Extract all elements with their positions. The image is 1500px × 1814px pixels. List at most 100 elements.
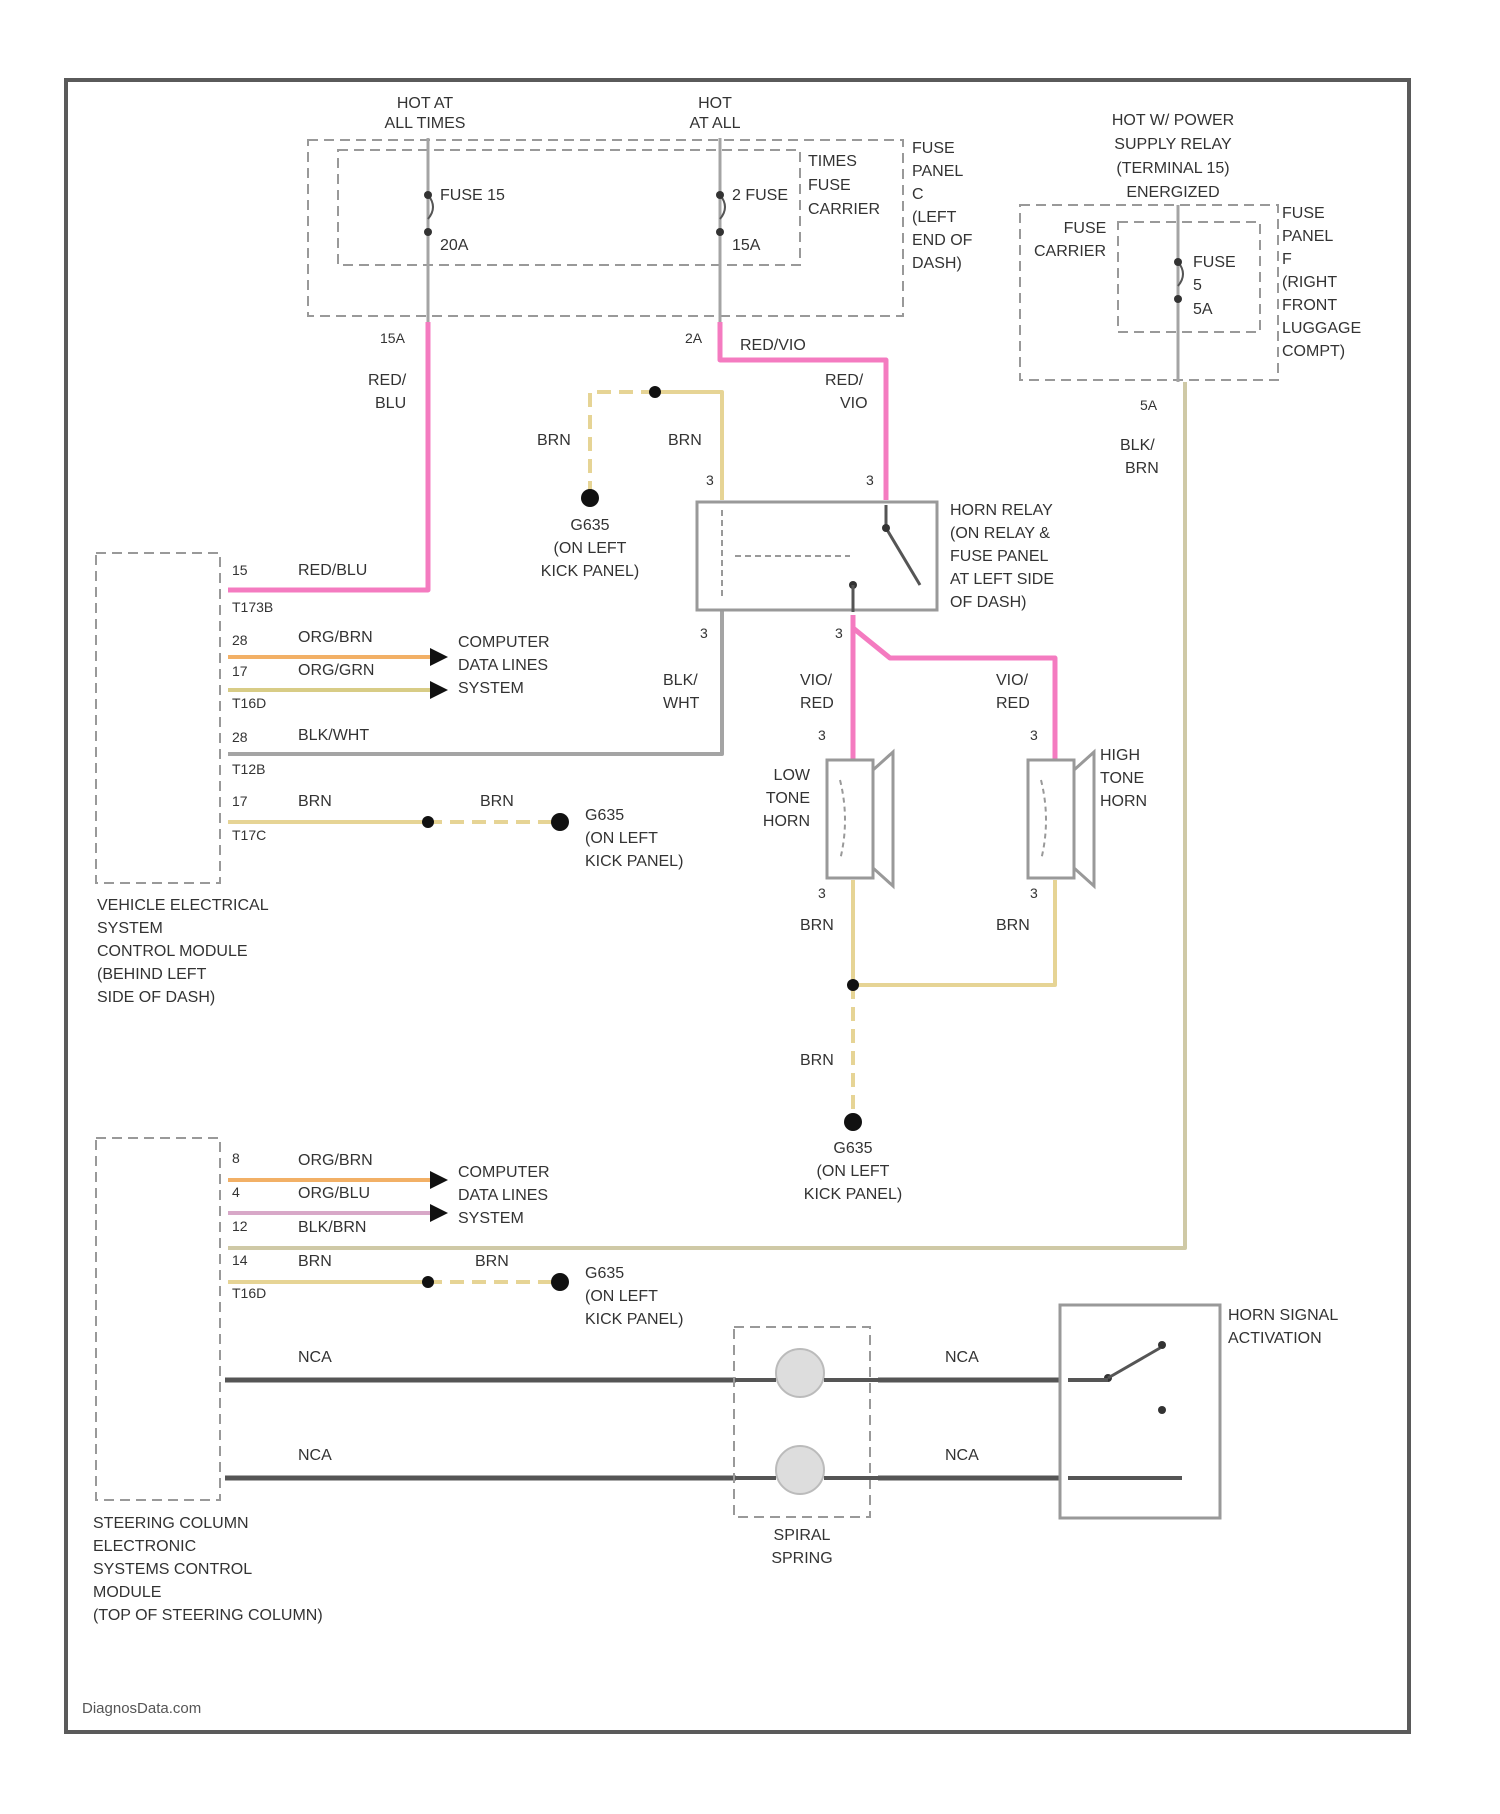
svg-text:RED/: RED/ <box>825 372 864 389</box>
svg-text:BRN: BRN <box>475 1253 509 1270</box>
svg-text:SUPPLY RELAY: SUPPLY RELAY <box>1114 136 1232 153</box>
brand-watermark: DiagnosData.com <box>82 1700 201 1717</box>
svg-text:(ON LEFT: (ON LEFT <box>554 540 627 557</box>
svg-text:BRN: BRN <box>1125 460 1159 477</box>
svg-text:ELECTRONIC: ELECTRONIC <box>93 1538 196 1555</box>
svg-text:HIGH: HIGH <box>1100 747 1140 764</box>
svg-text:28: 28 <box>232 729 248 745</box>
svg-text:15: 15 <box>232 562 248 578</box>
svg-text:MODULE: MODULE <box>93 1584 161 1601</box>
svg-text:RED: RED <box>996 695 1030 712</box>
data-line-arrows <box>430 648 448 1222</box>
svg-text:DASH): DASH) <box>912 255 962 272</box>
svg-text:KICK PANEL): KICK PANEL) <box>541 563 639 580</box>
svg-text:BRN: BRN <box>996 917 1030 934</box>
svg-text:14: 14 <box>232 1252 248 1268</box>
svg-text:BRN: BRN <box>480 793 514 810</box>
spiral-spring: SPIRAL SPRING <box>734 1327 878 1567</box>
fuse-5-label: FUSE <box>1193 254 1236 271</box>
svg-text:BRN: BRN <box>298 793 332 810</box>
svg-text:ORG/BRN: ORG/BRN <box>298 629 373 646</box>
vecm-label: VEHICLE ELECTRICAL <box>97 897 269 914</box>
svg-text:G635: G635 <box>833 1140 872 1157</box>
svg-text:PANEL: PANEL <box>912 163 963 180</box>
wires <box>225 322 1185 1478</box>
svg-text:NCA: NCA <box>945 1447 979 1464</box>
svg-text:RED/BLU: RED/BLU <box>298 562 367 579</box>
svg-text:TONE: TONE <box>1100 770 1144 787</box>
svg-text:3: 3 <box>818 727 826 743</box>
svg-text:PANEL: PANEL <box>1282 228 1333 245</box>
svg-text:WHT: WHT <box>663 695 700 712</box>
svg-text:8: 8 <box>232 1150 240 1166</box>
svg-text:BLK/: BLK/ <box>663 672 698 689</box>
svg-text:SIDE OF DASH): SIDE OF DASH) <box>97 989 215 1006</box>
svg-text:5A: 5A <box>1193 301 1213 318</box>
svg-text:T16D: T16D <box>232 1285 266 1301</box>
svg-text:CARRIER: CARRIER <box>808 201 880 218</box>
svg-text:(ON LEFT: (ON LEFT <box>585 1288 658 1305</box>
svg-text:TIMES: TIMES <box>808 153 857 170</box>
svg-text:ACTIVATION: ACTIVATION <box>1228 1330 1322 1347</box>
ground-g635-horns: G635 (ON LEFT KICK PANEL) <box>804 1113 902 1203</box>
svg-text:SYSTEM: SYSTEM <box>458 1210 524 1227</box>
svg-text:SYSTEMS CONTROL: SYSTEMS CONTROL <box>93 1561 252 1578</box>
svg-text:VIO: VIO <box>840 395 868 412</box>
svg-text:RED: RED <box>800 695 834 712</box>
svg-text:3: 3 <box>700 625 708 641</box>
svg-text:KICK PANEL): KICK PANEL) <box>585 1311 683 1328</box>
high-tone-horn: 3 3 HIGH TONE HORN <box>1028 727 1147 901</box>
svg-text:END OF: END OF <box>912 232 973 249</box>
hot-at-all-times-label: HOT AT <box>397 95 454 112</box>
fuse-2-label: 2 FUSE <box>732 187 788 204</box>
svg-text:T16D: T16D <box>232 695 266 711</box>
svg-text:LOW: LOW <box>774 767 811 784</box>
hot-w-power-label: HOT W/ POWER <box>1112 112 1234 129</box>
scecm-label: STEERING COLUMN <box>93 1515 249 1532</box>
svg-text:(ON LEFT: (ON LEFT <box>817 1163 890 1180</box>
svg-text:NCA: NCA <box>298 1349 332 1366</box>
svg-text:ORG/GRN: ORG/GRN <box>298 662 374 679</box>
svg-text:G635: G635 <box>585 807 624 824</box>
vehicle-electrical-system-control-module: 15 T173B 28 17 T16D 28 T12B 17 T17C COMP… <box>96 553 550 1006</box>
svg-text:3: 3 <box>866 472 874 488</box>
fuse-panel-c-label: FUSE <box>912 140 955 157</box>
svg-text:RED/: RED/ <box>368 372 407 389</box>
svg-text:4: 4 <box>232 1184 240 1200</box>
svg-text:12: 12 <box>232 1218 248 1234</box>
svg-text:BLK/BRN: BLK/BRN <box>298 1219 366 1236</box>
fuse-panel-f-label: FUSE <box>1282 205 1325 222</box>
horn-signal-activation-switch: HORN SIGNAL ACTIVATION <box>1060 1305 1338 1518</box>
horn-relay: 3 3 3 3 HORN RELAY (ON RELAY & FUSE PANE… <box>697 472 1054 641</box>
svg-text:FUSE PANEL: FUSE PANEL <box>950 548 1049 565</box>
svg-text:OF DASH): OF DASH) <box>950 594 1026 611</box>
svg-text:2A: 2A <box>685 330 703 346</box>
svg-text:3: 3 <box>1030 727 1038 743</box>
ground-g635-vecm: G635 (ON LEFT KICK PANEL) <box>551 807 683 870</box>
svg-text:FRONT: FRONT <box>1282 297 1337 314</box>
svg-text:F: F <box>1282 251 1292 268</box>
svg-text:DATA LINES: DATA LINES <box>458 657 548 674</box>
svg-text:T17C: T17C <box>232 827 266 843</box>
svg-text:3: 3 <box>706 472 714 488</box>
svg-text:20A: 20A <box>440 237 469 254</box>
svg-text:(LEFT: (LEFT <box>912 209 957 226</box>
svg-text:ORG/BLU: ORG/BLU <box>298 1185 370 1202</box>
svg-text:LUGGAGE: LUGGAGE <box>1282 320 1361 337</box>
svg-text:(TOP OF STEERING COLUMN): (TOP OF STEERING COLUMN) <box>93 1607 323 1624</box>
svg-text:(ON RELAY &: (ON RELAY & <box>950 525 1050 542</box>
svg-text:HORN: HORN <box>763 813 810 830</box>
svg-text:5: 5 <box>1193 277 1202 294</box>
svg-text:(RIGHT: (RIGHT <box>1282 274 1337 291</box>
svg-text:FUSE: FUSE <box>1064 220 1107 237</box>
svg-text:ENERGIZED: ENERGIZED <box>1126 184 1219 201</box>
svg-text:RED/VIO: RED/VIO <box>740 337 806 354</box>
svg-text:CONTROL MODULE: CONTROL MODULE <box>97 943 248 960</box>
svg-text:VIO/: VIO/ <box>800 672 833 689</box>
svg-text:DATA LINES: DATA LINES <box>458 1187 548 1204</box>
ground-g635-relay: G635 (ON LEFT KICK PANEL) <box>541 489 639 580</box>
svg-text:T173B: T173B <box>232 599 273 615</box>
svg-text:SPIRAL: SPIRAL <box>774 1527 831 1544</box>
svg-text:HORN SIGNAL: HORN SIGNAL <box>1228 1307 1338 1324</box>
svg-text:AT LEFT SIDE: AT LEFT SIDE <box>950 571 1054 588</box>
